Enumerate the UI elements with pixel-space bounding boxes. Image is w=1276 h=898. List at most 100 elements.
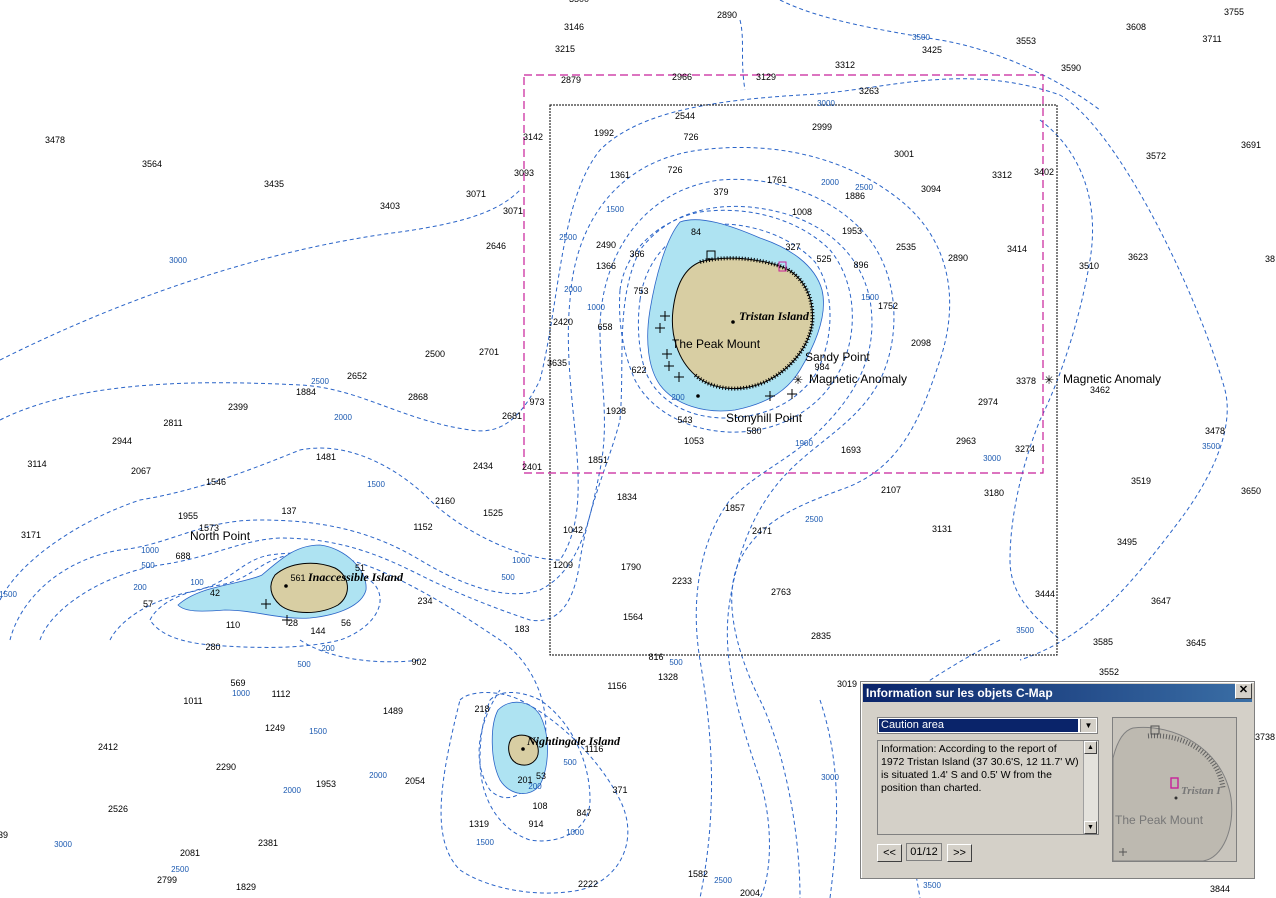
- depth-sounding: 3635: [547, 358, 567, 368]
- magnetic-anomaly-far-icon: ✳: [1044, 373, 1054, 387]
- depth-sounding: 973: [529, 397, 544, 407]
- depth-sounding: 658: [597, 322, 612, 332]
- depth-sounding: 3001: [894, 149, 914, 159]
- close-icon[interactable]: ✕: [1235, 683, 1252, 699]
- previous-button[interactable]: <<: [877, 844, 902, 862]
- depth-sounding: 3755: [1224, 7, 1244, 17]
- depth-sounding: 1955: [178, 511, 198, 521]
- depth-sounding: 2646: [486, 241, 506, 251]
- depth-sounding: 2067: [131, 466, 151, 476]
- depth-sounding: 2835: [811, 631, 831, 641]
- nightingale-island[interactable]: [491, 701, 548, 794]
- contour-label: 3000: [821, 773, 839, 782]
- depth-sounding: 3585: [1093, 637, 1113, 647]
- object-preview: Tristan I The Peak Mount: [1112, 717, 1237, 862]
- chevron-down-icon[interactable]: ▼: [1080, 719, 1096, 732]
- depth-sounding: 1053: [684, 436, 704, 446]
- depth-sounding: 1752: [878, 301, 898, 311]
- inaccessible-island[interactable]: [177, 544, 367, 619]
- contour-label: 200: [528, 782, 542, 791]
- preview-island-label: Tristan I: [1181, 785, 1221, 797]
- depth-sounding: 3180: [984, 488, 1004, 498]
- depth-sounding: 3650: [1241, 486, 1261, 496]
- depth-sounding: 1156: [607, 681, 626, 691]
- depth-sounding: 2420: [553, 317, 573, 327]
- depth-sounding: 1249: [265, 723, 285, 733]
- depth-sounding: 3495: [1117, 537, 1137, 547]
- depth-sounding: 1525: [483, 508, 503, 518]
- depth-sounding: 2799: [157, 875, 177, 885]
- depth-sounding: 3552: [1099, 667, 1119, 677]
- object-type-select[interactable]: Caution area ▼: [877, 717, 1098, 734]
- depth-sounding: 2974: [978, 397, 998, 407]
- depth-sounding: 3462: [1090, 385, 1110, 395]
- depth-sounding: 366: [629, 249, 644, 259]
- depth-sounding: 3414: [1007, 244, 1027, 254]
- depth-sounding: 1857: [725, 503, 745, 513]
- depth-sounding: 3093: [514, 168, 534, 178]
- depth-sounding: 1209: [553, 560, 573, 570]
- depth-sounding: 2879: [561, 75, 581, 85]
- contour-label: 3500: [923, 881, 941, 890]
- depth-sounding: 2054: [405, 776, 425, 786]
- depth-sounding: 3553: [1016, 36, 1036, 46]
- caution-area-boundary[interactable]: [523, 74, 1044, 474]
- info-scrollbar[interactable]: ▲ ▼: [1083, 741, 1098, 834]
- depth-sounding: 3645: [1186, 638, 1206, 648]
- contour-label: 2500: [805, 515, 823, 524]
- object-type-value: Caution area: [879, 719, 1078, 732]
- contour-label: 1000: [512, 556, 530, 565]
- depth-sounding: 569: [230, 678, 245, 688]
- depth-sounding: 3403: [380, 201, 400, 211]
- contour-label: 3000: [54, 840, 72, 849]
- depth-sounding: 51: [355, 563, 365, 573]
- contour-label: 200: [671, 393, 685, 402]
- depth-sounding: 1834: [617, 492, 637, 502]
- info-textbox[interactable]: Information: According to the report of …: [877, 740, 1099, 835]
- scroll-down-icon[interactable]: ▼: [1084, 821, 1097, 834]
- contour-label: 2000: [369, 771, 387, 780]
- depth-sounding: 2160: [435, 496, 455, 506]
- scroll-up-icon[interactable]: ▲: [1084, 741, 1097, 754]
- depth-sounding: 3500: [569, 0, 589, 4]
- contour-label: 200: [133, 583, 147, 592]
- depth-sounding: 2890: [948, 253, 968, 263]
- depth-sounding: 1361: [610, 170, 630, 180]
- contour-label: 3500: [912, 33, 930, 42]
- object-info-dialog[interactable]: Information sur les objets C-Map ✕ Cauti…: [860, 681, 1255, 879]
- depth-sounding: 3171: [21, 530, 41, 540]
- contour-label: 1000: [232, 689, 250, 698]
- depth-sounding: 3844: [1210, 884, 1230, 894]
- depth-sounding: 2434: [473, 461, 493, 471]
- depth-sounding: 3263: [859, 86, 879, 96]
- depth-sounding: 1886: [845, 191, 865, 201]
- next-button[interactable]: >>: [947, 844, 972, 862]
- depth-sounding: 1582: [688, 869, 708, 879]
- depth-sounding: 42: [210, 588, 220, 598]
- depth-sounding: 2381: [258, 838, 278, 848]
- depth-sounding: 525: [816, 254, 831, 264]
- depth-sounding: 3131: [932, 524, 952, 534]
- contour-label: 500: [563, 758, 577, 767]
- contour-label: 2000: [334, 413, 352, 422]
- depth-sounding: 38: [1265, 254, 1275, 264]
- contour-label: 2500: [311, 377, 329, 386]
- depth-sounding: 3146: [564, 22, 584, 32]
- depth-sounding: 201: [517, 775, 532, 785]
- depth-sounding: 1928: [606, 406, 626, 416]
- tristan-island[interactable]: [647, 219, 824, 412]
- contour-label: 1500: [367, 480, 385, 489]
- depth-sounding: 2681: [502, 411, 522, 421]
- tristan-island-label: Tristan Island: [739, 309, 810, 323]
- inaccessible-marker: [284, 584, 288, 588]
- depth-sounding: 84: [691, 227, 701, 237]
- preview-label: The Peak Mount: [1115, 813, 1204, 827]
- depth-sounding: 3564: [142, 159, 162, 169]
- chart-limit-frame: [549, 104, 1058, 656]
- depth-sounding: 847: [576, 808, 591, 818]
- depth-sounding: 2471: [752, 526, 772, 536]
- depth-sounding: 2652: [347, 371, 367, 381]
- depth-sounding: 902: [411, 657, 426, 667]
- dialog-title[interactable]: Information sur les objets C-Map: [863, 684, 1252, 702]
